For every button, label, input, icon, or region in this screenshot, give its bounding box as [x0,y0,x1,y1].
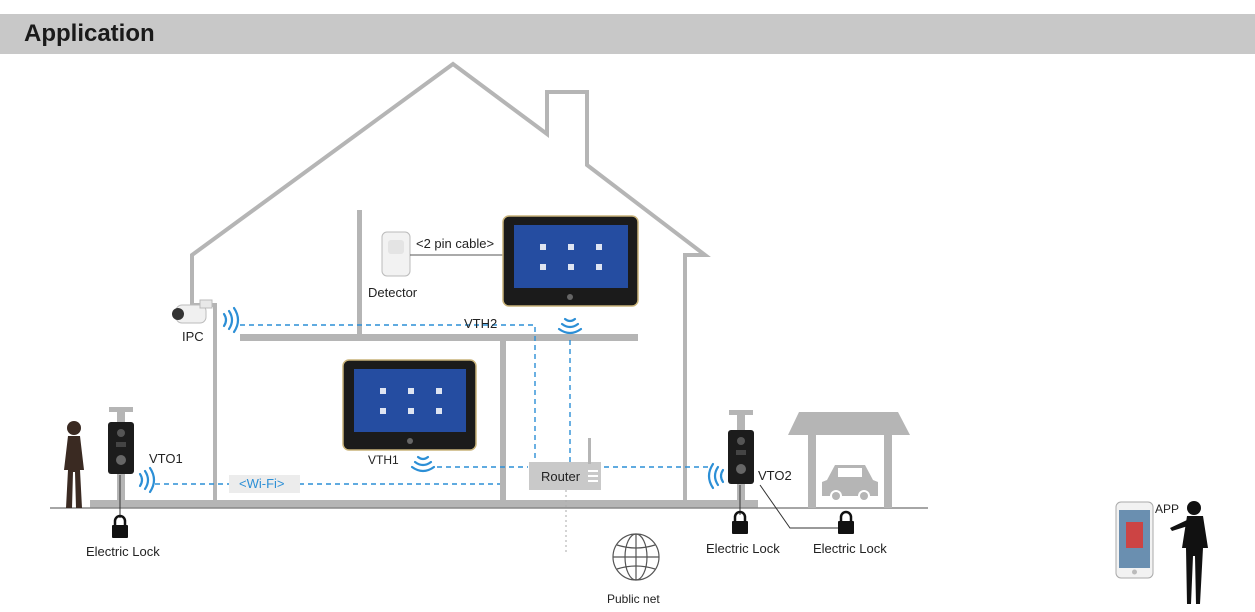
detector-icon [381,231,411,277]
vth2-monitor-icon [502,215,639,307]
lock2-label: Electric Lock [706,541,780,556]
lock-icon [838,510,854,534]
router-icon [529,438,601,490]
vto2-doorstation-icon [728,430,754,484]
ipc-camera-icon [172,299,213,324]
router-label: Router [541,469,581,484]
vth1-monitor-icon [342,359,477,451]
ipc-label: IPC [182,329,204,344]
header-bar: Application [0,14,1255,54]
house-floors [90,210,758,508]
wifi-label-box [229,475,300,493]
cable-label: <2 pin cable> [416,236,494,251]
lock-icon [112,514,128,538]
vth2-label: VTH2 [464,316,497,331]
detector-label: Detector [368,285,418,300]
network-links [155,324,708,485]
vto1-label: VTO1 [149,451,183,466]
wifi-label: <Wi-Fi> [239,476,285,491]
app-label: APP [1155,502,1179,516]
person-icon [1170,501,1208,604]
lock1-label: Electric Lock [86,544,160,559]
person-icon [64,421,84,508]
lock-icon [732,510,748,534]
vto1-doorstation-icon [108,422,134,474]
lock-cable [759,484,840,529]
lock3-label: Electric Lock [813,541,887,556]
garage [788,412,910,508]
car-icon [822,465,878,502]
page-title: Application [24,20,155,47]
vto2-label: VTO2 [758,468,792,483]
public-net-label: Public net [607,592,660,606]
smartphone-icon [1115,501,1154,579]
wifi-signal-icon [138,306,725,494]
vth1-label: VTH1 [368,453,399,467]
globe-icon [612,533,660,581]
